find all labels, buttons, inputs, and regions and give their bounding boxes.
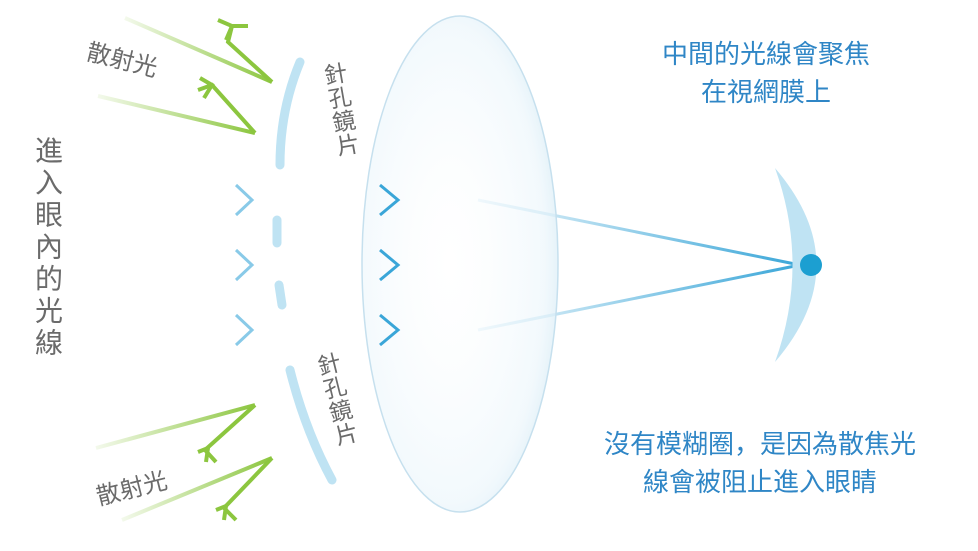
- pinhole-segment-top: [275, 57, 305, 170]
- incoming-ray-middle: [100, 248, 401, 282]
- blocked-caption-line1: 沒有模糊圈，是因為散焦光: [603, 430, 916, 460]
- focus-caption-line1: 中間的光線會聚焦: [661, 40, 870, 70]
- retina: [775, 168, 817, 362]
- scatter-ray-bottom-1: [95, 403, 257, 464]
- scatter-ray-top-2: [97, 76, 257, 135]
- pinhole-segment-bottom: [285, 365, 337, 485]
- focus-caption: 中間的光線會聚焦 在視網膜上: [616, 36, 916, 112]
- scatter-ray-bottom-2: [121, 456, 274, 522]
- pinhole-segment-lower-mid: [274, 280, 287, 310]
- pinhole-lens: [272, 57, 337, 485]
- incoming-ray-top: [100, 183, 401, 217]
- scatter-ray-top-1: [124, 16, 274, 84]
- incoming-rays: [100, 183, 401, 347]
- focal-point: [800, 254, 822, 276]
- blocked-caption: 沒有模糊圈，是因為散焦光 線會被阻止進入眼睛: [560, 426, 960, 502]
- focus-caption-line2: 在視網膜上: [700, 78, 831, 108]
- scatter-rays-top: [97, 16, 274, 135]
- incoming-ray-bottom: [100, 313, 401, 347]
- incoming-light-label: 進入眼內的光線: [31, 136, 64, 360]
- scatter-rays-bottom: [95, 403, 274, 522]
- blocked-caption-line2: 線會被阻止進入眼睛: [642, 468, 877, 498]
